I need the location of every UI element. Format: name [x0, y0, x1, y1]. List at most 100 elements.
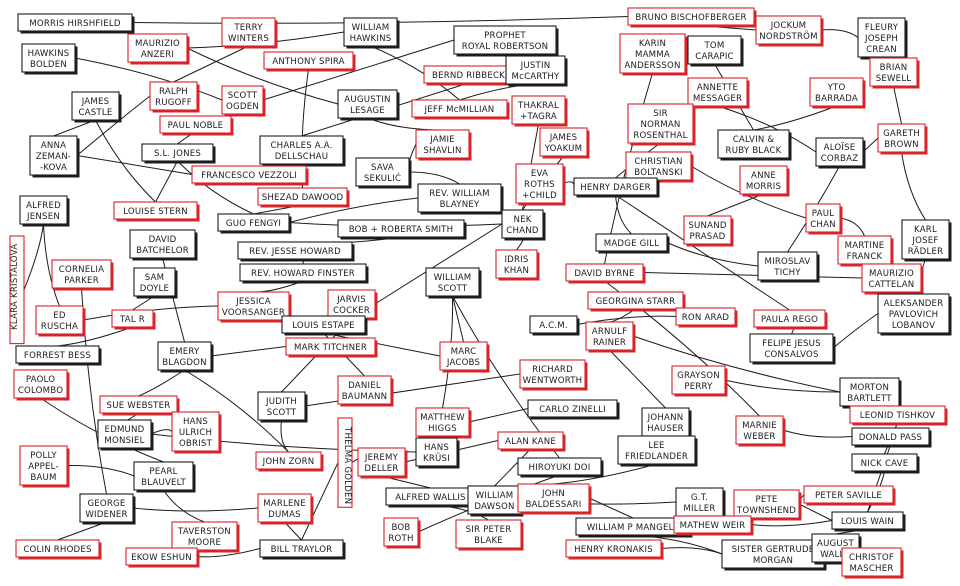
artist-box-frame — [257, 187, 348, 206]
artist-name: BOB + ROBERTA SMITH — [349, 225, 454, 235]
artist-name: LEE — [648, 441, 664, 451]
artist-box-frame — [687, 77, 748, 107]
artist-name: DAWSON — [474, 502, 514, 512]
connection-bess-talr — [57, 326, 133, 347]
connection-widener-rhodes — [57, 521, 107, 541]
artist-name: LESAGE — [350, 106, 385, 116]
artist-name: SIR PETER — [466, 525, 512, 535]
artist-name: JARVIS — [336, 295, 366, 305]
artist-box-frame — [9, 235, 25, 345]
artist-name: CHARLES A.A. — [270, 141, 332, 151]
artist-box-bischofberger: BRUNO BISCHOFBERGER — [627, 7, 757, 28]
artist-box-frame — [51, 259, 112, 289]
connection-pass-wain — [867, 444, 891, 513]
artist-name: MASCHER — [849, 564, 893, 574]
artist-box-black: CALVIN &RUBY BLACK — [717, 129, 792, 161]
artist-name: MORRIS HIRSHFIELD — [29, 19, 121, 29]
artist-name: HENRY DARGER — [580, 183, 651, 193]
artist-name: KRÜSI — [423, 453, 450, 464]
artist-name: PEARL — [149, 467, 177, 477]
artist-name: HAUSER — [647, 424, 684, 434]
artist-name: KARIN — [639, 39, 666, 49]
artist-name: ROTHS — [524, 180, 555, 190]
artist-name: WILLIAM — [352, 23, 390, 33]
artist-name: SAM — [145, 273, 165, 283]
artist-box-tishkov: LEONID TISHKOV — [849, 405, 948, 426]
artist-name: McCARTHY — [512, 72, 560, 82]
artist-box-noble: PAUL NOBLE — [159, 115, 234, 136]
artist-name: WILLIAM — [476, 491, 514, 501]
artist-name: JAMIE — [429, 135, 455, 145]
artist-name: JUDITH — [265, 397, 297, 407]
artist-name: HENRY KRONAKIS — [574, 545, 653, 555]
artist-name: POLLY — [30, 451, 57, 461]
artist-box-frame — [425, 267, 480, 297]
artist-box-frame — [627, 7, 755, 26]
connection-anzeri-lesage — [186, 47, 339, 105]
artist-box-mangels: WILLIAM P MANGELS — [575, 517, 693, 538]
artist-box-frame — [627, 103, 694, 144]
artist-name: ANDERSSON — [624, 61, 680, 71]
artist-name: GRAYSON — [677, 371, 720, 381]
artist-box-gill: MADGE GILL — [595, 233, 670, 254]
artist-box-frame — [257, 391, 306, 421]
artist-name: PROPHET — [484, 31, 526, 41]
artist-name: BALDESSARI — [525, 500, 581, 510]
artist-name: BLAUVELT — [141, 478, 186, 488]
artist-name: MOORE — [188, 538, 221, 548]
artist-box-frame — [675, 487, 724, 517]
artist-box-royalova: KLARA KRISTALOVA — [9, 235, 25, 345]
connection-monsiel-christ — [150, 429, 173, 435]
artist-box-frame — [221, 85, 264, 115]
artist-name: MARLENE — [263, 499, 306, 509]
artist-box-frame — [517, 483, 590, 513]
artist-box-frame — [239, 263, 367, 282]
artist-box-frame — [15, 539, 100, 558]
artist-box-saville: PETER SAVILLE — [803, 485, 896, 506]
artist-box-frame — [901, 219, 950, 260]
artist-name: PAVLOVICH — [889, 310, 939, 320]
artist-box-frame — [355, 157, 410, 187]
artist-name: EDMUND — [105, 425, 145, 435]
artist-name: SHEZAD DAWOOD — [262, 193, 344, 203]
artist-name: MATTHEW — [420, 413, 465, 423]
artist-box-frame — [841, 547, 902, 577]
artist-name: LOUISE STERN — [123, 207, 188, 217]
artist-name: COLIN RHODES — [23, 545, 91, 555]
artist-name: MORGAN — [753, 556, 793, 566]
artist-name: RÄDLER — [908, 246, 944, 257]
artist-box-zinelli: CARLO ZINELLI — [527, 399, 620, 420]
artist-name: AUGUST — [817, 539, 855, 549]
artist-name: CARAPIC — [695, 52, 734, 62]
connection-rainer-hauser — [609, 349, 666, 409]
artist-box-frame — [683, 215, 732, 245]
artist-box-finster: REV. HOWARD FINSTER — [239, 263, 369, 284]
artist-box-frame — [755, 15, 822, 45]
artist-name: JOHN — [541, 489, 565, 499]
artist-name: PETER SAVILLE — [815, 491, 882, 501]
artist-box-traylor: BILL TRAYLOR — [259, 539, 346, 560]
artist-name: PAOLO — [26, 375, 55, 385]
connection-castle-stern — [95, 119, 156, 203]
artist-box-frame — [739, 165, 788, 195]
artist-name: CONSALVOS — [764, 350, 818, 360]
artist-box-frame — [417, 183, 502, 213]
artist-name: ALFRED WALLIS — [395, 493, 465, 503]
